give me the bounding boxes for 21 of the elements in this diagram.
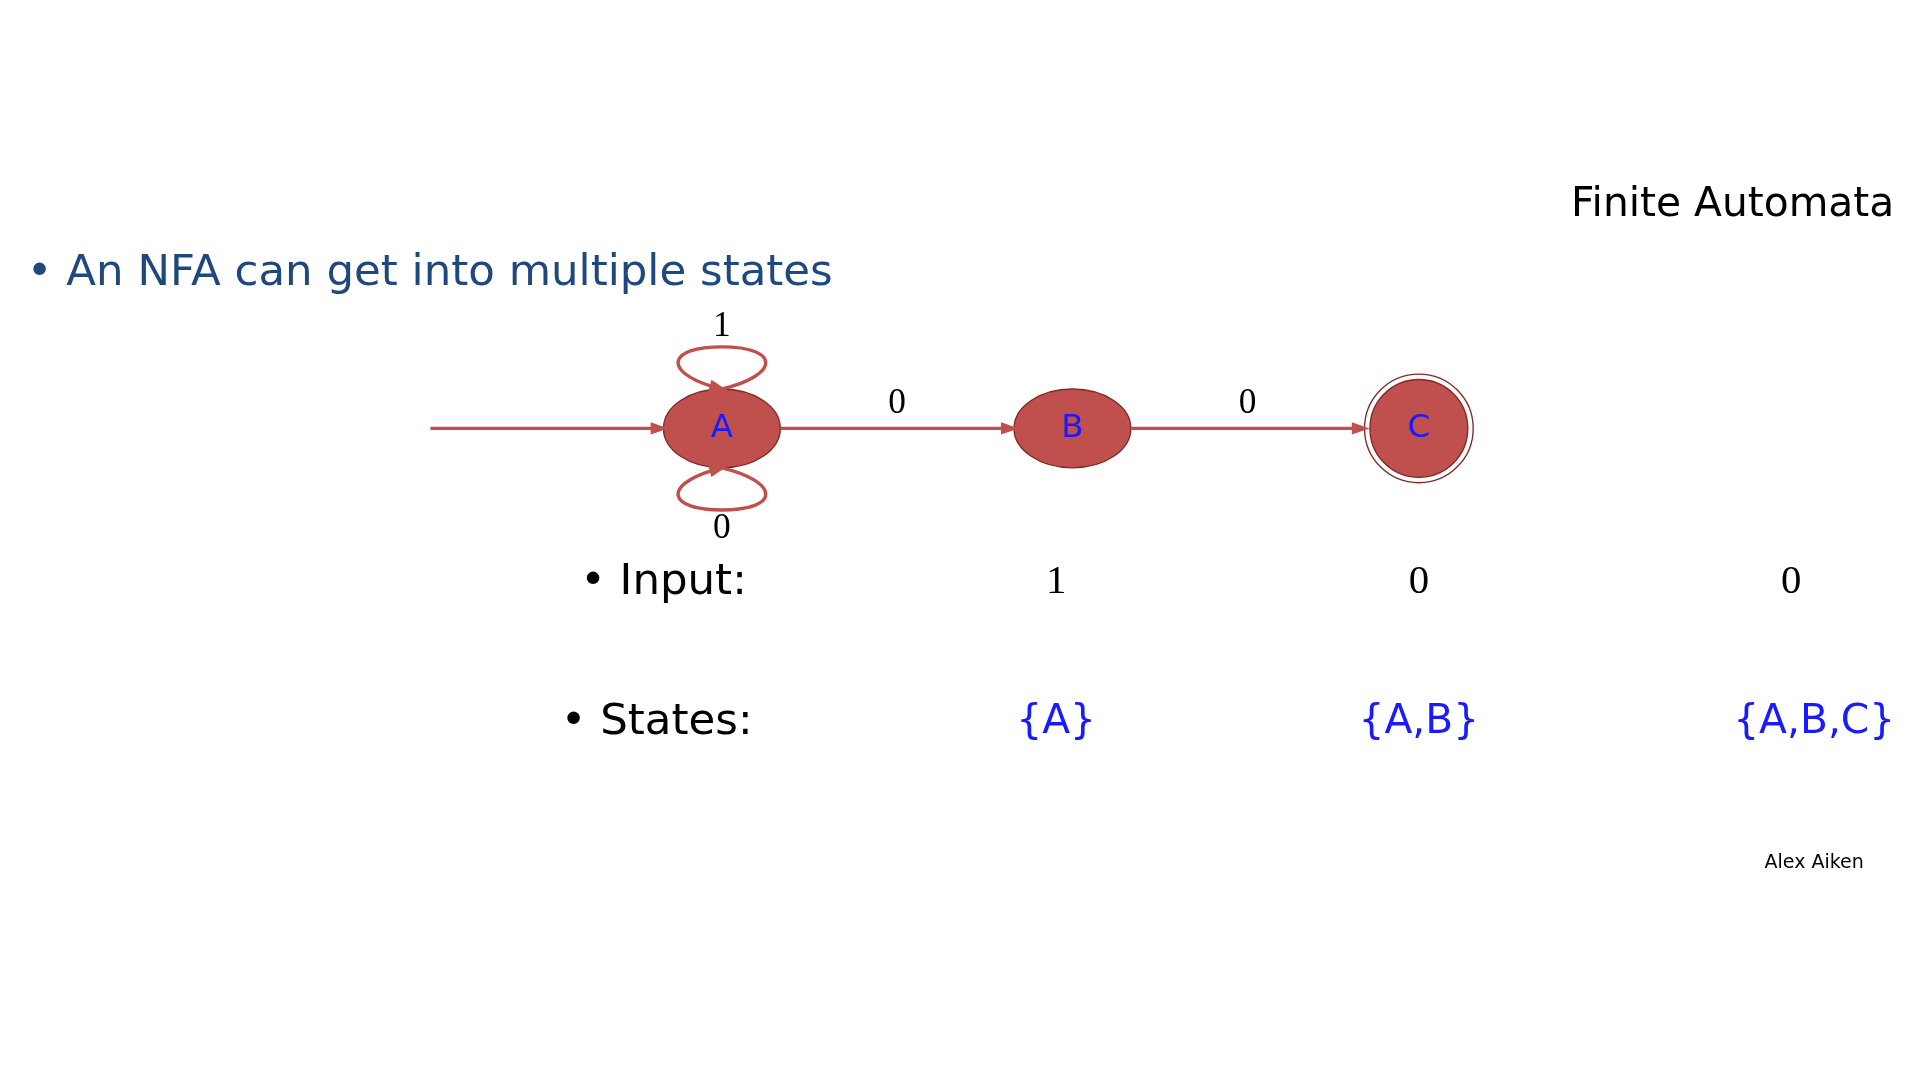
node-ellipse: A <box>662 387 781 468</box>
label: {A,B} <box>1358 694 1480 743</box>
label: {A} <box>1016 694 1096 743</box>
label: • States: <box>560 693 753 744</box>
arrow <box>676 344 768 392</box>
node-circle: C <box>1363 372 1474 483</box>
label: 0 <box>1780 556 1802 602</box>
label: • Input: <box>580 553 747 604</box>
edge-label: 1 <box>713 304 731 344</box>
label: 0 <box>1408 556 1430 602</box>
label: • An NFA can get into multiple states <box>26 244 833 295</box>
label: 1 <box>1045 556 1067 602</box>
diagram-title: Finite Automata <box>1571 177 1895 226</box>
edge-label: 0 <box>1238 381 1257 421</box>
arrow <box>1131 421 1370 435</box>
node-ellipse: B <box>1013 387 1132 468</box>
label: {A,B,C} <box>1733 694 1896 743</box>
edge-label: 0 <box>713 506 731 546</box>
label: Alex Aiken <box>1764 849 1864 872</box>
arrow <box>676 464 768 512</box>
edge-label: 0 <box>888 381 906 421</box>
